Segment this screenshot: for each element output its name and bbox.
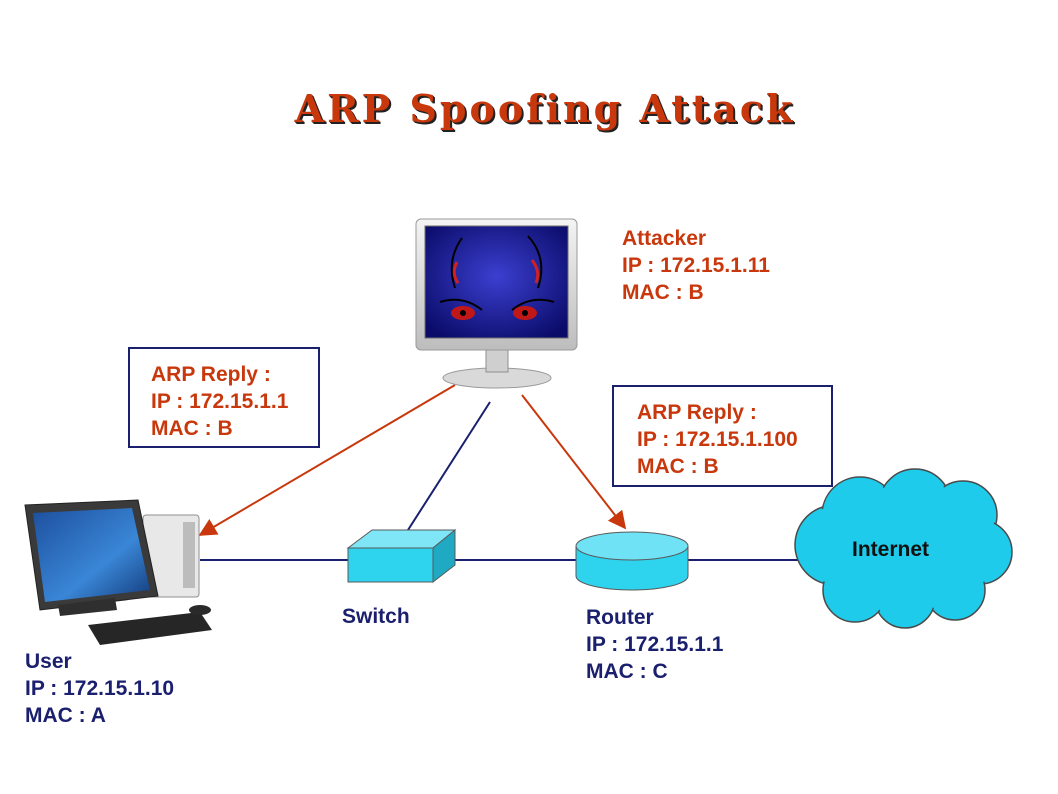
arp-reply-left-text: ARP Reply : IP : 172.15.1.1 MAC : B [151,361,288,442]
arp-reply-box-right [612,385,833,487]
arp-reply-left-ip: IP : 172.15.1.1 [151,390,289,413]
arp-reply-right-mac: MAC : B [637,455,719,478]
router-icon [575,531,689,591]
user-name: User [25,650,72,673]
attacker-label: Attacker IP : 172.15.1.11 MAC : B [622,225,770,306]
link-attacker-switch [407,401,491,531]
router-label: Router IP : 172.15.1.1 MAC : C [586,604,723,685]
user-mac: MAC : A [25,704,106,727]
router-ip: IP : 172.15.1.1 [586,633,724,656]
router-name: Router [586,606,654,629]
router-mac: MAC : C [586,660,668,683]
arp-reply-box-left [128,347,320,448]
attacker-mac: MAC : B [622,281,704,304]
arp-reply-left-mac: MAC : B [151,417,233,440]
user-ip: IP : 172.15.1.10 [25,677,175,700]
arp-reply-right-text: ARP Reply : IP : 172.15.1.100 MAC : B [637,399,798,480]
attacker-name: Attacker [622,227,707,250]
arp-reply-arrow-to-router [521,394,627,530]
internet-label: Internet [852,538,930,561]
attacker-monitor-icon [415,218,578,389]
arp-reply-arrow-to-user [198,384,456,536]
page-title: ARP Spoofing Attack [294,86,796,131]
switch-icon [346,528,457,584]
switch-label: Switch [342,605,410,628]
internet-cloud-icon [794,468,1013,629]
arp-reply-right-heading: ARP Reply : [637,401,757,424]
arp-reply-right-ip: IP : 172.15.1.100 [637,428,798,451]
user-computer-icon [24,499,212,645]
arp-reply-left-heading: ARP Reply : [151,363,271,386]
user-label: User IP : 172.15.1.10 MAC : A [25,648,174,729]
attacker-ip: IP : 172.15.1.11 [622,254,770,277]
